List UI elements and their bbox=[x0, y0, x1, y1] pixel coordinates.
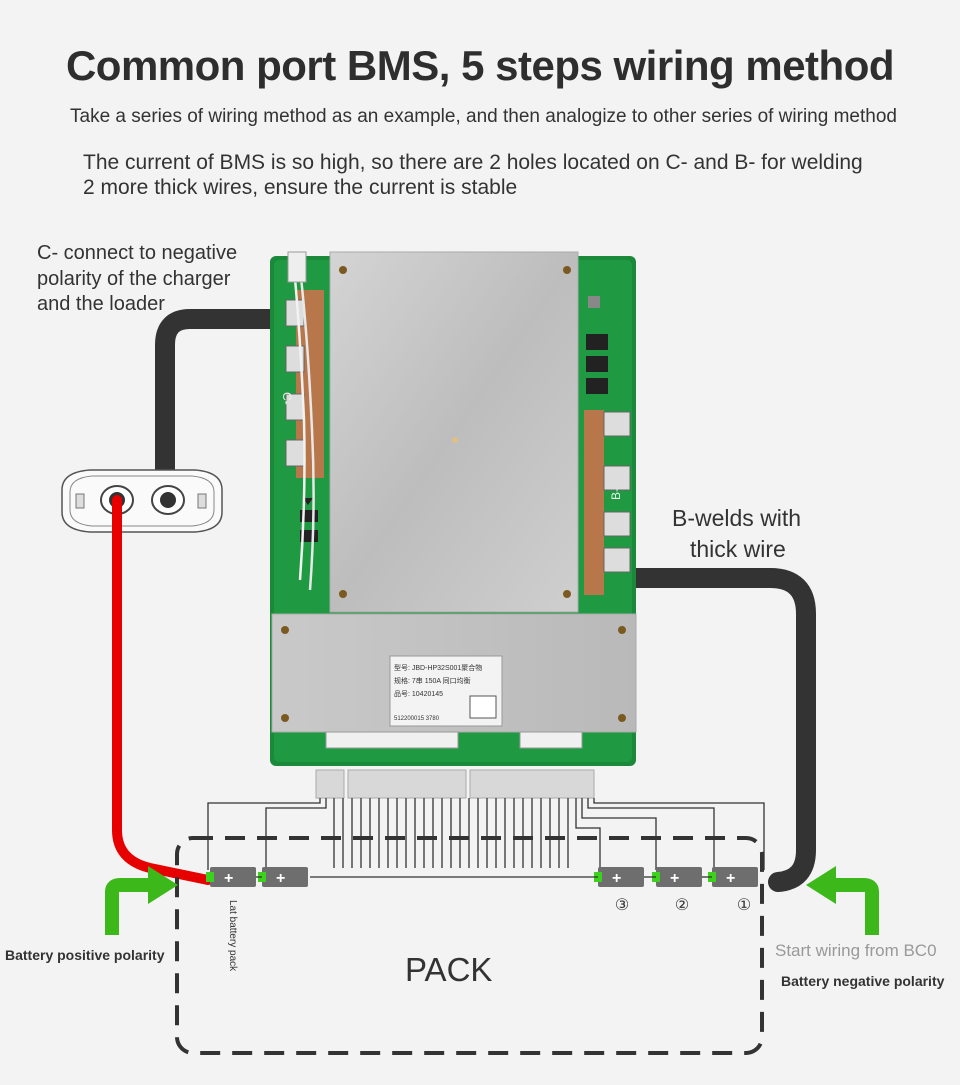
page-subtitle: Take a series of wiring method as an exa… bbox=[70, 106, 897, 127]
balance-wire bbox=[587, 798, 715, 870]
cell-plus-sign: + bbox=[224, 870, 233, 887]
negative-polarity-label: Battery negative polarity bbox=[781, 973, 945, 989]
cell-marker-2: ② bbox=[674, 897, 690, 914]
cell-plus-sign: + bbox=[726, 870, 735, 887]
c-minus-callout-line-3: and the loader bbox=[37, 293, 165, 315]
cell-marker-1: ① bbox=[736, 897, 752, 914]
balance-wire bbox=[265, 798, 327, 870]
sticker-line-3: 品号: 10420145 bbox=[394, 690, 443, 698]
sticker-line-2: 规格: 7串 150A 同口均衡 bbox=[394, 676, 471, 685]
current-note-line-1: The current of BMS is so high, so there … bbox=[83, 151, 863, 174]
lat-battery-pack-label: Lat battery pack bbox=[227, 900, 238, 972]
balance-wire bbox=[593, 798, 765, 870]
cell-plus-sign: + bbox=[612, 870, 621, 887]
balance-wire bbox=[575, 798, 601, 870]
positive-red-wire bbox=[112, 495, 213, 885]
negative-arrow bbox=[806, 866, 879, 935]
pack-label: PACK bbox=[405, 951, 493, 988]
bms-board: C- B- 型号: JBD-HP32S001聚合物 规格: 7串 150A 同口… bbox=[270, 251, 637, 766]
positive-arrow bbox=[105, 866, 178, 935]
battery-cells: + + + + + bbox=[206, 867, 758, 887]
positive-polarity-label: Battery positive polarity bbox=[5, 947, 165, 963]
pack-boundary bbox=[175, 836, 764, 1055]
balance-connectors bbox=[315, 769, 595, 799]
b-minus-callout-line-1: B-welds with bbox=[672, 505, 802, 531]
cell-plus-sign: + bbox=[670, 870, 679, 887]
b-minus-marking: B- bbox=[609, 488, 623, 500]
balance-wire bbox=[581, 798, 657, 870]
sticker-line-4: 512200015 3780 bbox=[394, 716, 440, 722]
battery-cell: + bbox=[708, 867, 758, 887]
start-wiring-label: Start wiring from BC0 bbox=[775, 941, 937, 960]
sticker-line-1: 型号: JBD-HP32S001聚合物 bbox=[394, 663, 482, 672]
page-title: Common port BMS, 5 steps wiring method bbox=[65, 42, 895, 89]
battery-cell: + bbox=[206, 867, 256, 887]
balance-wires bbox=[207, 798, 765, 870]
c-minus-callout-line-1: C- connect to negative bbox=[37, 242, 238, 264]
battery-cell: + bbox=[652, 867, 702, 887]
cell-marker-3: ③ bbox=[614, 897, 630, 914]
cell-plus-sign: + bbox=[276, 870, 285, 887]
c-minus-callout-line-2: polarity of the charger bbox=[37, 268, 231, 290]
b-minus-thick-wire bbox=[622, 568, 816, 892]
balance-wire bbox=[207, 798, 321, 870]
battery-cell: + bbox=[594, 867, 644, 887]
c-minus-marking: C- bbox=[280, 392, 294, 405]
c-minus-thick-wire bbox=[155, 309, 310, 508]
battery-cell: + bbox=[258, 867, 308, 887]
current-note-line-2: 2 more thick wires, ensure the current i… bbox=[83, 176, 518, 199]
charger-connector bbox=[61, 469, 223, 533]
b-minus-callout-line-2: thick wire bbox=[690, 536, 786, 562]
